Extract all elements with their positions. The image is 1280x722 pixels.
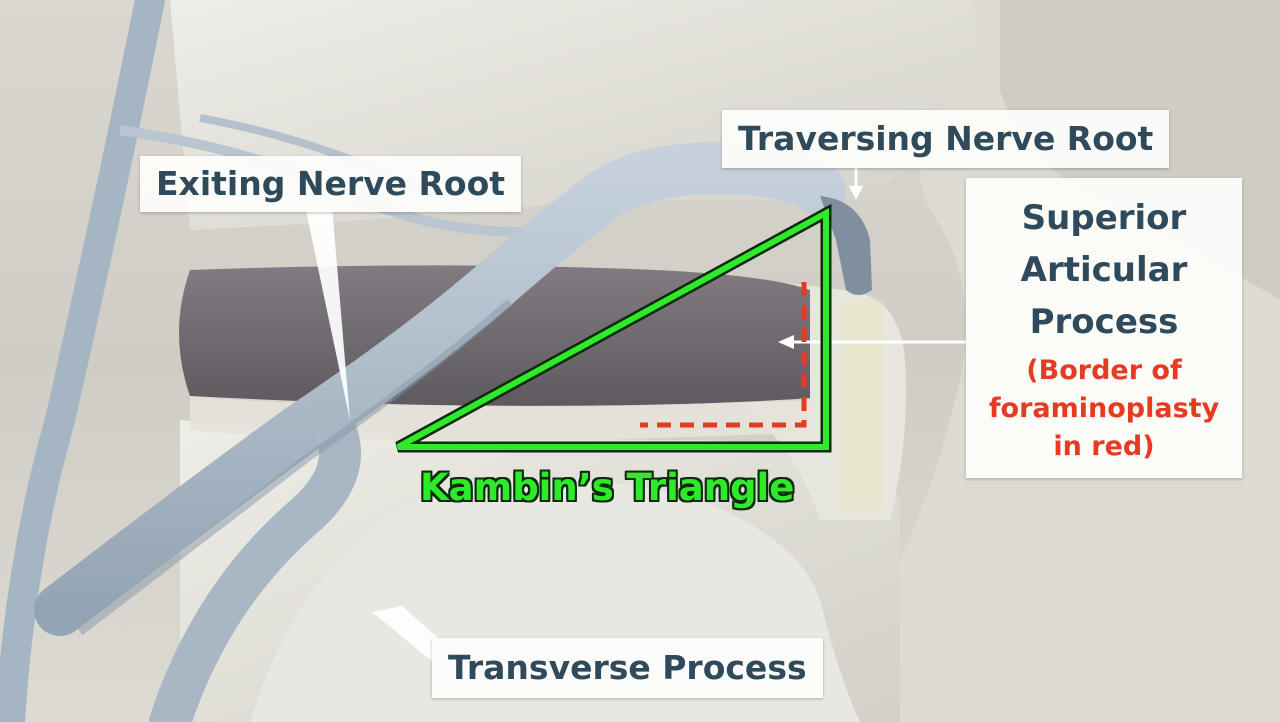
kambins-triangle-label: Kambin’s Triangle bbox=[420, 466, 795, 509]
far-left-nerve bbox=[0, 0, 165, 722]
sap-highlight bbox=[842, 300, 884, 510]
sap-label-line-3: Process bbox=[1029, 302, 1179, 342]
exiting-nerve-shadow bbox=[77, 298, 513, 636]
traversing-nerve-root-label-box: Traversing Nerve Root bbox=[722, 110, 1170, 168]
kambins-triangle-outline bbox=[396, 207, 829, 450]
superior-articular-process-label-box: Superior Articular Process (Border of fo… bbox=[966, 178, 1242, 478]
exiting-nerve-root-label: Exiting Nerve Root bbox=[156, 164, 506, 203]
border-note-line-2: foraminoplasty bbox=[988, 393, 1220, 424]
border-note-line-1: (Border of bbox=[1026, 355, 1182, 386]
border-note-line-3: in red) bbox=[1053, 431, 1155, 462]
transverse-process-label: Transverse Process bbox=[448, 648, 807, 687]
traversing-nerve-root-label: Traversing Nerve Root bbox=[738, 119, 1154, 158]
exiting-nerve-branch bbox=[149, 399, 361, 722]
transverse-process-label-box: Transverse Process bbox=[432, 638, 823, 698]
exiting-nerve-root-label-box: Exiting Nerve Root bbox=[140, 156, 522, 212]
sap-arrow-head bbox=[778, 335, 794, 349]
sap-label-line-1: Superior bbox=[1021, 198, 1187, 238]
exiting-nerve-root bbox=[34, 141, 846, 636]
exiting-callout-pointer bbox=[305, 206, 350, 420]
sap-label-line-2: Articular bbox=[1020, 250, 1188, 290]
traversing-arrow-head bbox=[849, 186, 863, 200]
foraminoplasty-border bbox=[640, 282, 807, 428]
traversing-nerve-root bbox=[820, 196, 872, 295]
